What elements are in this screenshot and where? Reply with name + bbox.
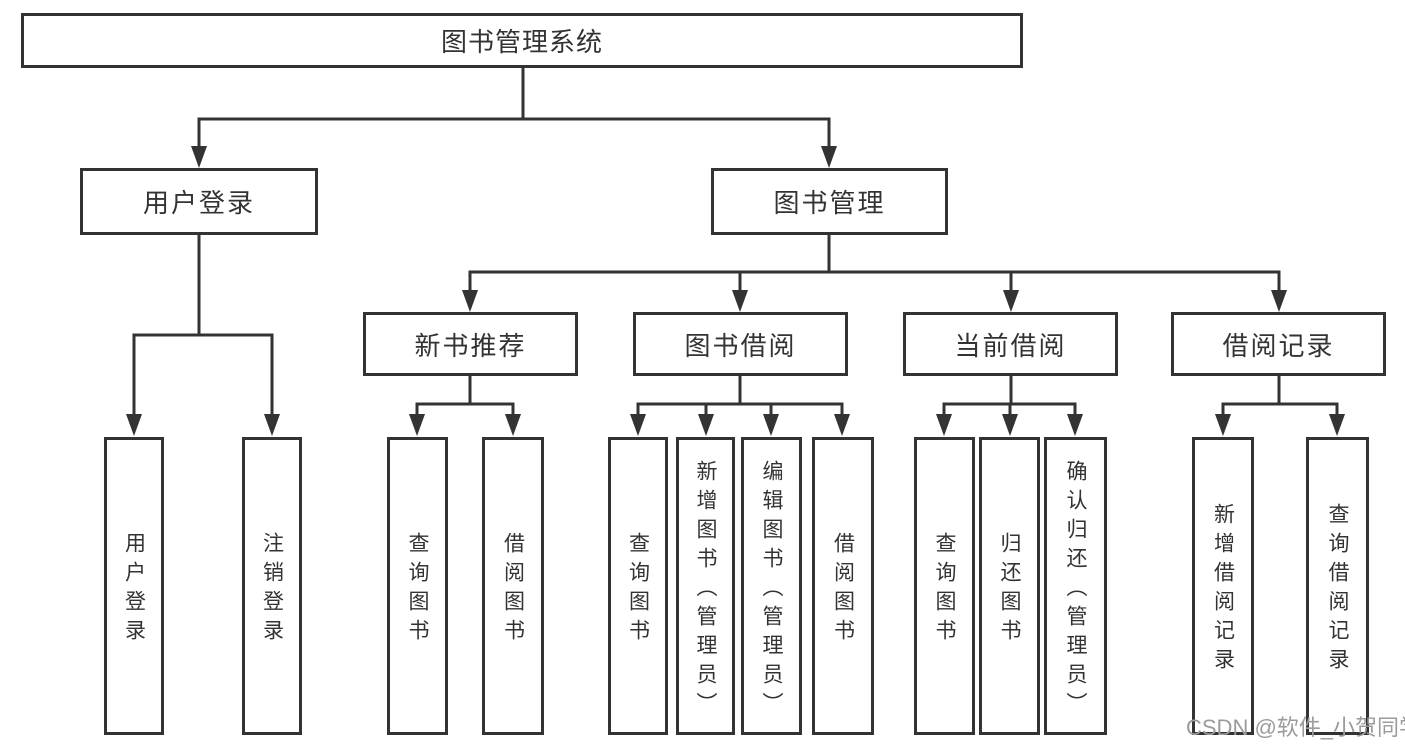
connector-root-to-level2 xyxy=(191,66,837,168)
leaf-add-borrow-record: 新增借阅记录 xyxy=(1192,437,1254,735)
node-book-management: 图书管理 xyxy=(711,168,948,235)
node-label: 新书推荐 xyxy=(414,330,527,361)
leaf-query-books-borrowing: 查询图书 xyxy=(608,437,668,735)
node-label: 归还图书 xyxy=(998,532,1021,648)
node-label: 图书管理系统 xyxy=(440,27,603,57)
leaf-add-book-admin: 新增图书（管理员） xyxy=(676,437,735,735)
node-label: 当前借阅 xyxy=(954,330,1067,361)
node-label: 用户登录 xyxy=(122,532,146,648)
node-label: 新增借阅记录 xyxy=(1211,503,1235,677)
node-label: 查询图书 xyxy=(933,532,956,648)
leaf-user-login: 用户登录 xyxy=(104,437,164,735)
node-label: 确认归还（管理员） xyxy=(1064,459,1087,721)
node-label: 编辑图书（管理员） xyxy=(760,459,783,721)
leaf-logout-login: 注销登录 xyxy=(242,437,302,735)
node-label: 图书借阅 xyxy=(684,330,797,361)
connector-book-borrowing-to-leaves xyxy=(630,374,850,436)
node-current-borrowing: 当前借阅 xyxy=(903,312,1118,376)
connector-borrowing-records-to-leaves xyxy=(1215,374,1345,436)
node-label: 借阅图书 xyxy=(501,532,525,648)
node-borrowing-records: 借阅记录 xyxy=(1171,312,1386,376)
node-label: 注销登录 xyxy=(260,532,284,648)
leaf-query-borrow-record: 查询借阅记录 xyxy=(1306,437,1369,735)
node-label: 查询图书 xyxy=(626,532,650,648)
node-label: 借阅记录 xyxy=(1222,330,1335,361)
leaf-confirm-return-admin: 确认归还（管理员） xyxy=(1044,437,1107,735)
node-user-login: 用户登录 xyxy=(80,168,318,235)
node-library-management-system: 图书管理系统 xyxy=(21,13,1023,68)
node-label: 借阅图书 xyxy=(831,532,855,648)
node-label: 新增图书（管理员） xyxy=(694,459,717,721)
connector-current-borrowing-to-leaves xyxy=(936,374,1083,436)
connector-book-management-to-level3 xyxy=(462,233,1287,312)
leaf-edit-book-admin: 编辑图书（管理员） xyxy=(741,437,802,735)
leaf-query-books-current: 查询图书 xyxy=(914,437,975,735)
csdn-watermark: CSDN @软件_小贺同学 xyxy=(1186,715,1405,740)
node-label: 图书管理 xyxy=(773,188,886,218)
node-label: 查询借阅记录 xyxy=(1326,503,1349,677)
node-book-borrowing: 图书借阅 xyxy=(633,312,848,376)
leaf-return-book: 归还图书 xyxy=(979,437,1040,735)
leaf-borrow-books-recommend: 借阅图书 xyxy=(482,437,544,735)
leaf-borrow-books-borrowing: 借阅图书 xyxy=(812,437,874,735)
connector-user-login-to-leaves xyxy=(126,233,280,436)
node-label: 用户登录 xyxy=(142,188,255,218)
leaf-query-books-recommend: 查询图书 xyxy=(387,437,448,735)
connector-new-book-recommendation-to-leaves xyxy=(409,374,521,436)
node-label: 查询图书 xyxy=(406,532,429,648)
node-new-book-recommendation: 新书推荐 xyxy=(363,312,578,376)
